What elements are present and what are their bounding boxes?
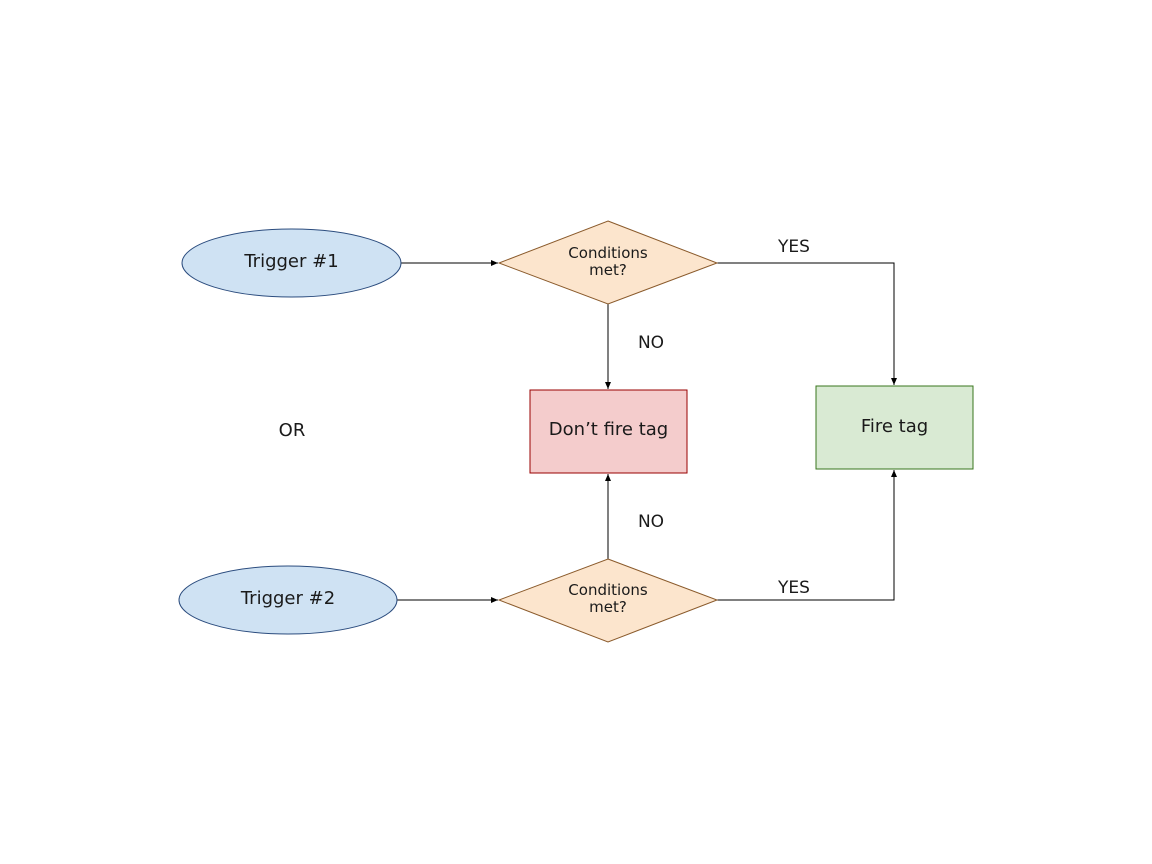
or-label: OR xyxy=(278,420,306,441)
dont-fire-tag-node xyxy=(529,389,688,474)
trigger-2-node xyxy=(178,565,398,635)
dont-fire-tag-label: Don’t fire tag xyxy=(548,419,669,440)
edge-decision2-yes-to-fire xyxy=(717,470,897,601)
trigger-2-label: Trigger #2 xyxy=(240,588,336,609)
decision-2-label: Conditions met? xyxy=(568,581,648,617)
trigger-1-node xyxy=(181,228,402,298)
edge-label-yes-top: YES xyxy=(778,237,810,257)
edge-label-yes-bottom: YES xyxy=(778,578,810,598)
fire-tag-node xyxy=(815,385,974,470)
edge-label-no-bottom: NO xyxy=(637,512,665,532)
edges xyxy=(397,260,897,603)
fire-tag-label: Fire tag xyxy=(860,416,929,437)
decision-1-label: Conditions met? xyxy=(568,244,648,280)
decision-2-node xyxy=(497,558,719,643)
trigger-1-label: Trigger #1 xyxy=(244,251,339,272)
edge-label-no-top: NO xyxy=(637,333,665,353)
edge-decision1-yes-to-fire xyxy=(717,262,897,385)
decision-1-node xyxy=(497,220,719,305)
